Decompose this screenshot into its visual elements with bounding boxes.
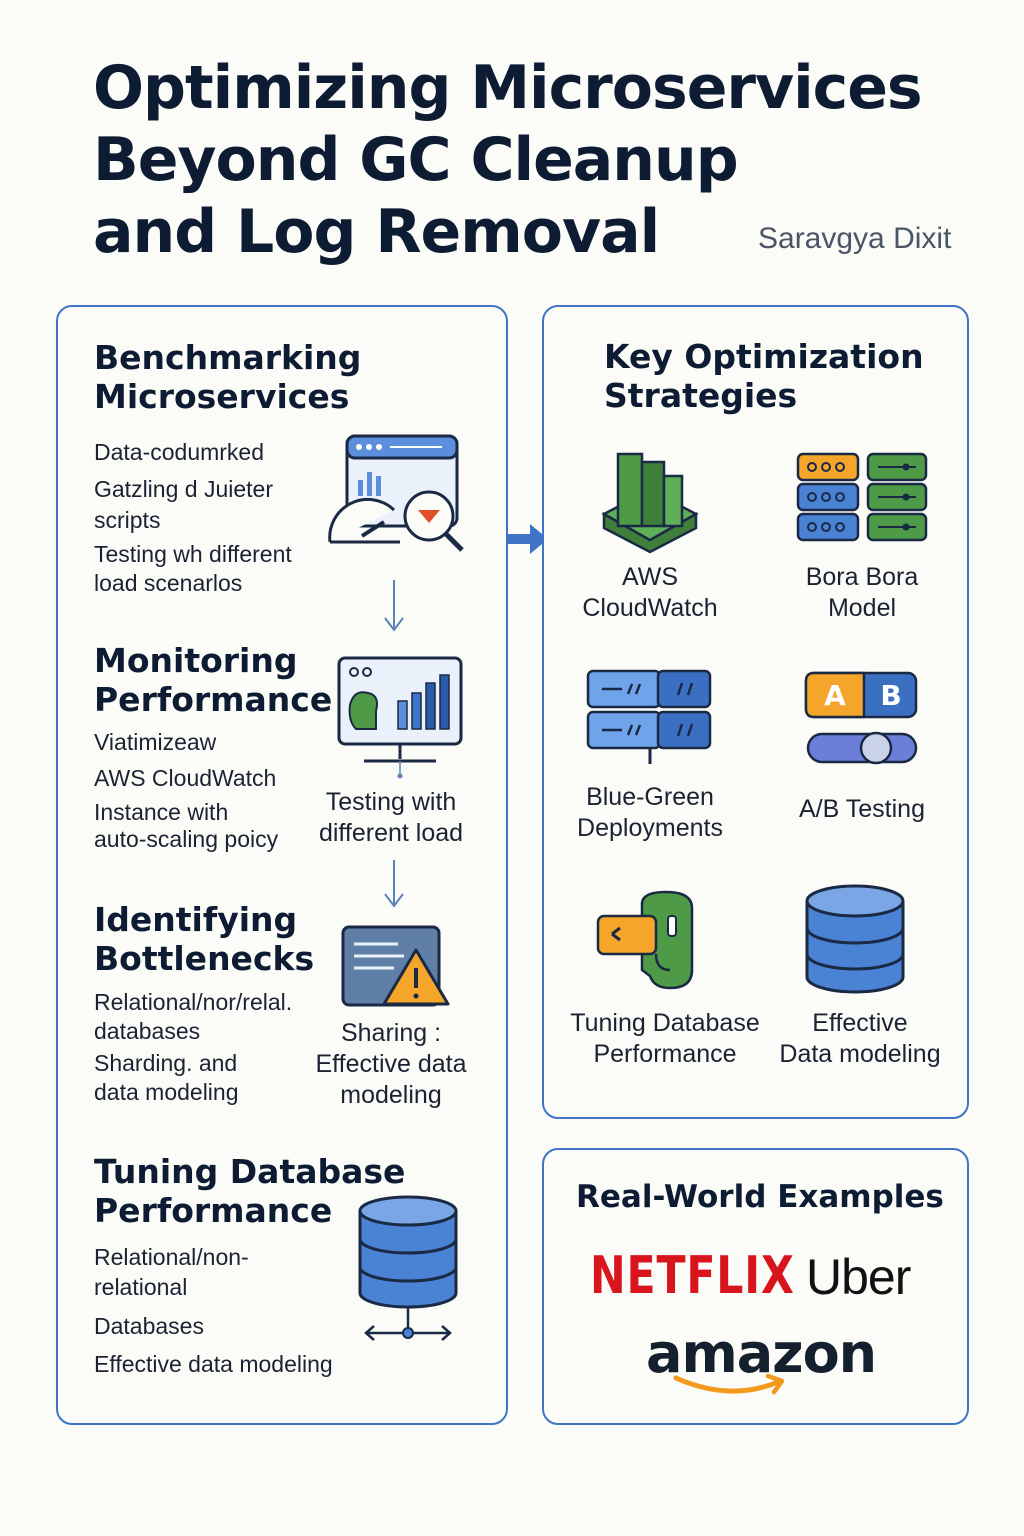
bottlenecks-item-2: databases <box>94 1018 201 1044</box>
page-title-line-1: Optimizing Microservices <box>93 53 923 123</box>
strategy-label-ab-testing: A/B Testing <box>776 794 948 825</box>
monitoring-item-2: AWS CloudWatch <box>94 765 277 791</box>
bottlenecks-item-3: Sharding. and <box>94 1050 238 1076</box>
amazon-logo: amazon <box>646 1322 877 1385</box>
arrow-down-icon <box>384 860 404 908</box>
caption-line: Testing with <box>325 788 457 816</box>
section-title-bottlenecks: Identifying Bottlenecks <box>94 900 314 978</box>
section-title-benchmarking: Benchmarking Microservices <box>94 338 361 416</box>
label-line: Effective <box>812 1009 908 1037</box>
strategy-label-bora-bora: Bora Bora Model <box>776 562 948 624</box>
section-title-line: Benchmarking <box>94 338 362 377</box>
ab-letter-a: A <box>824 679 846 712</box>
author-name: Saravgya Dixit <box>758 222 952 255</box>
section-title-line: Monitoring <box>94 641 298 680</box>
section-title-line: Tuning Database <box>94 1152 406 1191</box>
database-network-icon <box>358 1195 458 1341</box>
section-title-line: Key Optimization <box>604 337 924 376</box>
label-line: CloudWatch <box>582 594 718 622</box>
monitoring-item-1: Viatimizeaw <box>94 729 217 755</box>
caption-line: modeling <box>340 1081 442 1109</box>
bottlenecks-icon-caption: Sharing : Effective data modeling <box>306 1018 476 1111</box>
bottlenecks-item-4: data modeling <box>94 1079 239 1105</box>
label-line: Data modeling <box>779 1040 941 1068</box>
label-line: Bora Bora <box>805 563 919 591</box>
bottlenecks-item-1: Relational/nor/relal. <box>94 989 293 1015</box>
arrow-down-icon <box>384 580 404 632</box>
label-line: A/B Testing <box>798 795 925 823</box>
monitoring-item-4: auto-scaling poicy <box>94 826 279 852</box>
label-line: AWS <box>621 563 679 591</box>
amazon-smile-icon <box>673 1373 785 1395</box>
netflix-logo: NETFLIX <box>590 1246 795 1306</box>
section-title-line: Microservices <box>94 377 350 416</box>
section-title-line: Strategies <box>604 376 798 415</box>
aws-cloud-icon <box>601 452 699 554</box>
section-title-tuning-db: Tuning Database Performance <box>94 1152 405 1230</box>
benchmarking-item-4: Testing wh different <box>94 541 292 567</box>
arrow-right-icon <box>506 524 548 554</box>
label-line: Performance <box>593 1040 737 1068</box>
page-title-line-3: and Log Removal <box>93 197 660 267</box>
tuning-db-item-2: relational <box>94 1274 188 1300</box>
section-title-line: Identifying <box>94 900 298 939</box>
monitor-chart-icon <box>337 656 463 779</box>
label-line: Tuning Database <box>570 1009 760 1037</box>
benchmarking-item-2: Gatzling d Juieter <box>94 476 273 502</box>
label-line: Deployments <box>577 814 723 842</box>
strategies-title: Key Optimization Strategies <box>604 337 924 415</box>
examples-panel <box>542 1148 969 1425</box>
label-line: Blue-Green <box>586 783 714 811</box>
section-title-line: Performance <box>94 680 333 719</box>
section-title-line: Performance <box>94 1191 333 1230</box>
benchmarking-item-1: Data-codumrked <box>94 439 265 465</box>
ab-toggle-icon: A B <box>804 671 918 765</box>
section-title-line: Bottlenecks <box>94 939 315 978</box>
warning-document-icon <box>341 925 450 1007</box>
benchmarking-item-3: scripts <box>94 507 161 533</box>
server-rack-icon <box>796 452 928 542</box>
ab-letter-b: B <box>880 679 901 712</box>
database-icon <box>805 884 905 994</box>
tuning-db-item-1: Relational/non- <box>94 1244 249 1270</box>
page-title-line-2: Beyond GC Cleanup <box>93 125 739 195</box>
caption-line: different load <box>318 819 464 847</box>
caption-line: Effective data <box>315 1050 467 1078</box>
strategy-label-blue-green: Blue-Green Deployments <box>558 782 742 844</box>
tuning-db-item-3: Databases <box>94 1313 204 1339</box>
monitoring-item-3: Instance with <box>94 799 229 825</box>
strategy-label-data-modeling: Effective Data modeling <box>770 1008 950 1070</box>
blue-green-servers-icon <box>586 669 712 764</box>
db-plug-icon <box>596 890 694 990</box>
section-title-monitoring: Monitoring Performance <box>94 641 332 719</box>
strategy-label-aws: AWS CloudWatch <box>560 562 740 624</box>
strategy-label-tuning-db: Tuning Database Performance <box>560 1008 770 1070</box>
dashboard-gauge-icon <box>328 434 464 552</box>
examples-title: Real-World Examples <box>576 1179 944 1215</box>
uber-logo: Uber <box>806 1249 911 1305</box>
benchmarking-item-5: load scenarlos <box>94 570 243 596</box>
label-line: Model <box>827 594 897 622</box>
tuning-db-item-4: Effective data modeling <box>94 1351 333 1377</box>
monitoring-icon-caption: Testing with different load <box>306 787 476 849</box>
caption-line: Sharing : <box>340 1019 442 1047</box>
